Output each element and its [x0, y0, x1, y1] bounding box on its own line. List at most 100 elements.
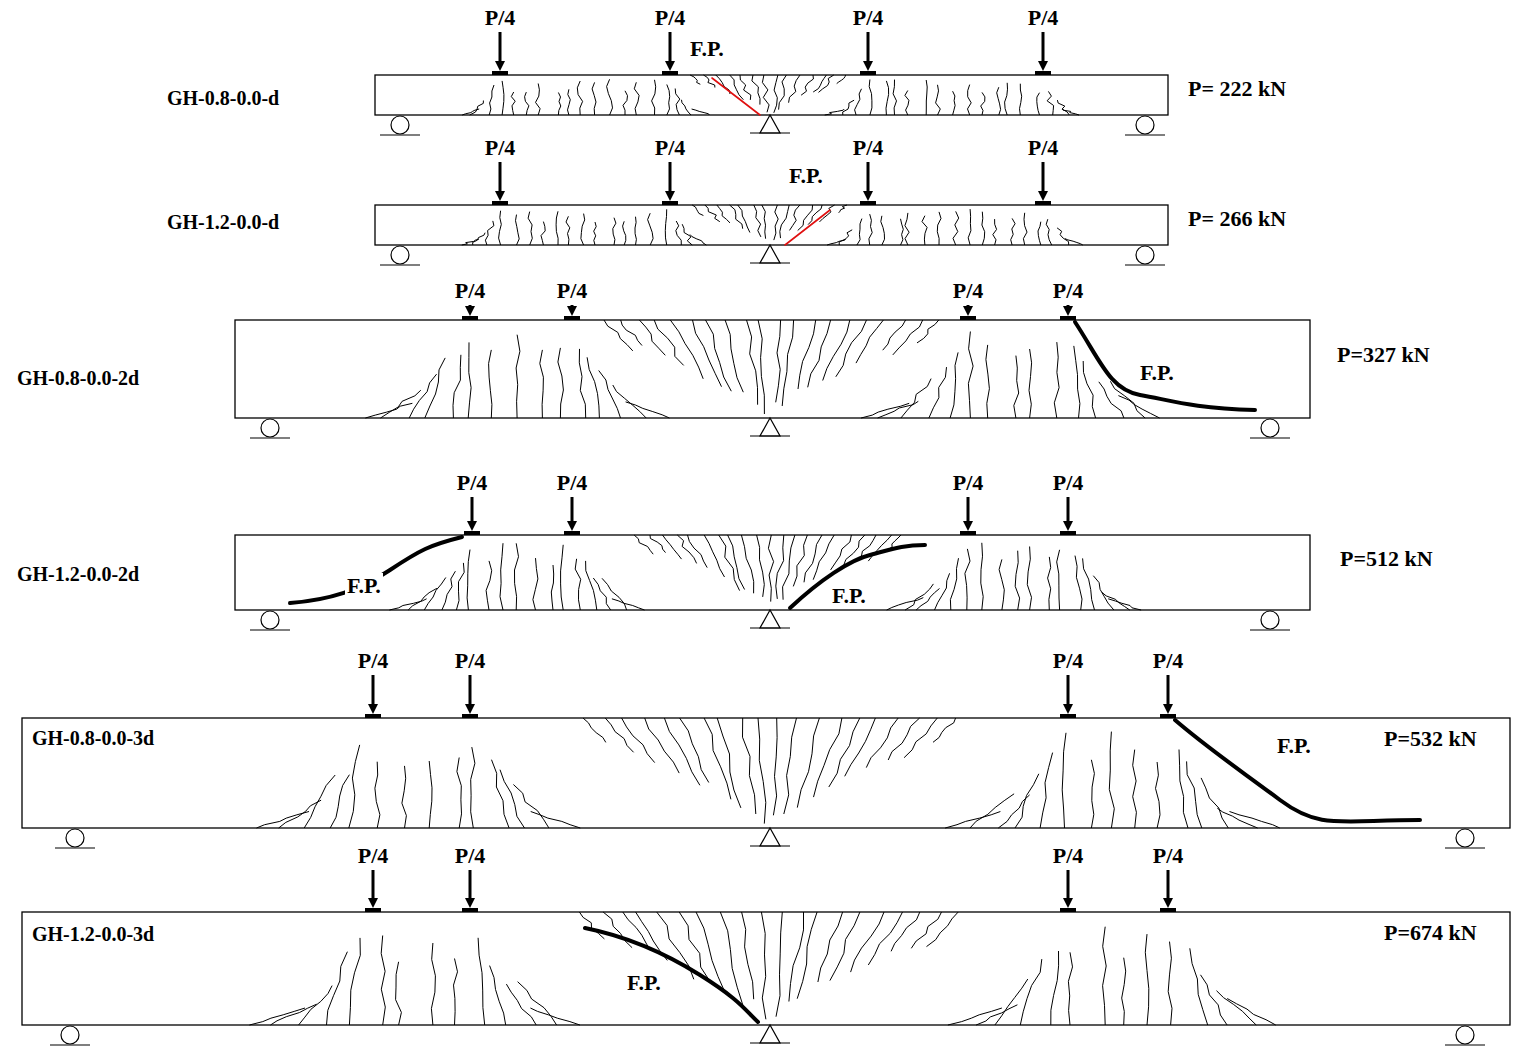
load-arrow: [1167, 675, 1170, 706]
load-arrow: [372, 675, 375, 706]
arrow-head: [665, 61, 675, 71]
hogging-crack: [743, 718, 756, 814]
flexural-crack: [1068, 952, 1072, 1025]
bearing-plate: [365, 908, 381, 912]
flexural-crack: [1023, 213, 1027, 245]
flexural-crack: [592, 82, 596, 115]
hogging-crack: [758, 320, 764, 414]
flexural-crack: [279, 800, 321, 828]
hogging-crack: [856, 320, 883, 363]
flexural-crack: [1038, 222, 1041, 245]
flexural-crack: [869, 214, 872, 245]
load-label: F.P.: [345, 573, 383, 598]
flexural-crack: [1190, 948, 1208, 1025]
load-label: P/4: [1026, 5, 1061, 30]
flexural-crack: [1083, 558, 1095, 610]
flexural-crack: [936, 85, 941, 115]
flexural-crack: [1227, 999, 1276, 1026]
flexural-crack: [478, 938, 485, 1025]
hogging-crack: [797, 912, 817, 999]
hogging-crack: [754, 205, 761, 237]
flexural-crack: [381, 390, 421, 418]
flexural-crack: [1145, 934, 1149, 1025]
flexural-crack: [652, 80, 656, 115]
flexural-crack: [579, 349, 585, 418]
hogging-crack: [784, 718, 797, 814]
hogging-crack: [664, 718, 700, 785]
flexural-crack: [528, 212, 532, 245]
hogging-crack: [692, 205, 703, 216]
flexural-crack: [1108, 599, 1141, 610]
load-label: P/4: [1026, 135, 1061, 160]
flexural-crack: [327, 952, 348, 1025]
hogging-crack: [893, 320, 923, 355]
hogging-crack: [829, 718, 860, 787]
arrow-head: [495, 61, 505, 71]
bearing-plate: [662, 201, 678, 205]
load-arrow: [1067, 675, 1070, 706]
hogging-crack: [776, 912, 782, 1017]
load-label: P/4: [1151, 843, 1186, 868]
support-base: [750, 627, 790, 628]
flexural-crack: [965, 549, 970, 610]
load-label: P=327 kN: [1335, 342, 1432, 367]
flexural-crack: [457, 758, 462, 829]
roller-support: [61, 1026, 79, 1044]
beam-outline: [375, 205, 1168, 245]
hogging-crack: [645, 718, 680, 773]
bearing-plate: [1060, 316, 1076, 320]
flexural-crack: [607, 79, 613, 115]
flexural-crack: [575, 559, 581, 610]
hogging-crack: [704, 535, 724, 577]
flexural-crack: [993, 219, 997, 245]
flexural-crack: [499, 211, 502, 245]
flexural-crack: [999, 559, 1004, 610]
flexural-crack: [905, 91, 909, 116]
pin-support: [760, 115, 780, 133]
pin-support: [760, 828, 780, 846]
flexural-crack: [516, 215, 520, 245]
flexural-crack: [1075, 556, 1082, 610]
hogging-crack: [927, 912, 959, 947]
flexural-crack: [676, 221, 682, 245]
hogging-crack: [774, 75, 778, 113]
hogging-crack: [758, 718, 766, 824]
support-base: [50, 1044, 90, 1045]
hogging-crack: [747, 320, 758, 405]
flexural-crack: [901, 379, 931, 418]
hogging-crack: [663, 535, 682, 559]
hogging-crack: [830, 912, 860, 981]
hogging-crack: [836, 320, 867, 377]
flexural-crack: [950, 558, 958, 610]
bearing-plate: [564, 316, 580, 320]
flexural-crack: [402, 766, 407, 828]
flexural-crack: [556, 211, 558, 245]
failure-crack: [585, 928, 758, 1022]
flexural-crack: [1074, 346, 1080, 418]
flexural-crack: [581, 214, 585, 245]
arrow-head: [465, 704, 475, 714]
bearing-plate: [662, 71, 678, 75]
flexural-crack: [490, 966, 506, 1025]
load-label: P/4: [1051, 470, 1086, 495]
hogging-crack: [579, 912, 604, 939]
hogging-crack: [793, 535, 807, 586]
load-label: P/4: [851, 5, 886, 30]
failure-crack: [1075, 322, 1255, 410]
arrow-head: [368, 704, 378, 714]
flexural-crack: [1201, 975, 1228, 1025]
load-arrow: [469, 870, 472, 900]
flexural-crack: [861, 403, 909, 418]
hogging-crack: [839, 205, 847, 213]
support-base: [55, 847, 95, 848]
flexural-crack: [1040, 753, 1053, 828]
hogging-crack: [851, 912, 884, 972]
load-label: F.P.: [1275, 733, 1313, 758]
bearing-plate: [492, 71, 508, 75]
flexural-crack: [1156, 762, 1161, 828]
load-arrow: [372, 870, 375, 900]
flexural-crack: [486, 561, 492, 610]
flexural-crack: [648, 213, 654, 245]
arrow-head: [1063, 898, 1073, 908]
hogging-crack: [779, 75, 787, 110]
